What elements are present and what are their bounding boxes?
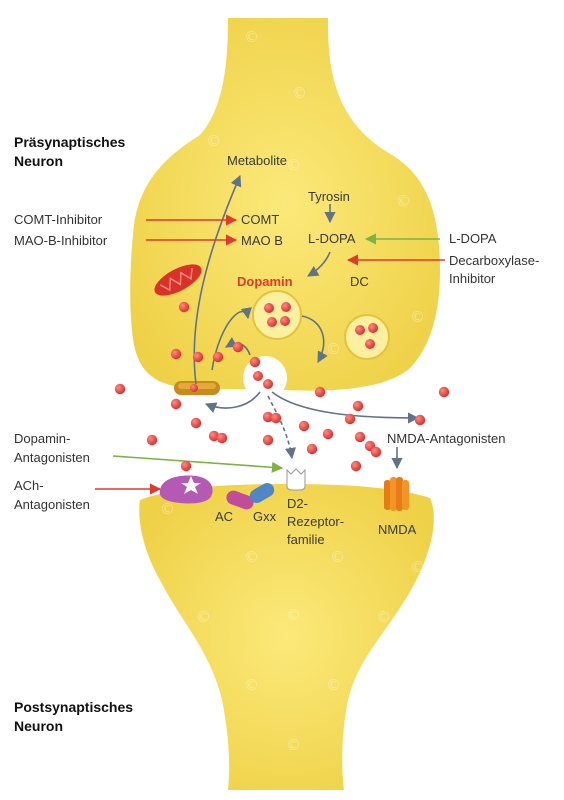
vesicle-2: [344, 314, 390, 360]
l-dopa-inner-label: L-DOPA: [308, 231, 356, 246]
dopamine-molecule: [232, 341, 244, 353]
dopamine-molecule: [298, 420, 310, 432]
dopamine-molecule: [314, 386, 326, 398]
g-protein-icon: [249, 483, 275, 503]
dopamine-molecule: [249, 356, 261, 368]
comt-inhibitor-label: COMT-Inhibitor: [14, 212, 103, 227]
ach-antagonisten-line1: ACh-: [14, 478, 44, 493]
release-site: [243, 356, 287, 400]
dopamine-molecule: [370, 446, 382, 458]
postsynaptic-title-line1: Postsynaptisches: [14, 699, 133, 715]
postsynaptic-neuron-body: [139, 484, 434, 790]
dopamine-molecule: [146, 434, 158, 446]
mao-b-label: MAO B: [241, 233, 283, 248]
watermark-mark: ©: [160, 500, 175, 518]
dopamine-molecule: [414, 414, 426, 426]
decarboxylase-inhibitor-line1: Decarboxylase-: [449, 253, 539, 268]
d2-label-line3: familie: [287, 532, 325, 547]
watermark-mark: ©: [410, 558, 425, 576]
dopamine-molecule: [180, 460, 192, 472]
dopamine-molecule: [170, 348, 182, 360]
watermark-mark: ©: [330, 548, 345, 566]
watermark-mark: ©: [292, 84, 307, 102]
dopamine-molecule: [322, 428, 334, 440]
dopamine-molecule: [212, 351, 224, 363]
d2-label-line1: D2-: [287, 496, 308, 511]
watermark-mark: ©: [286, 156, 301, 174]
dopamine-molecule: [262, 411, 274, 423]
ach-receptor-icon: [159, 475, 213, 504]
watermark-mark: ©: [376, 608, 391, 626]
dopamine-molecule: [216, 432, 228, 444]
watermark-mark: ©: [326, 676, 341, 694]
nmda-receptor-icon: [384, 477, 409, 511]
dopamine-molecule: [352, 400, 364, 412]
comt-label: COMT: [241, 212, 279, 227]
watermark-mark: ©: [410, 308, 425, 326]
watermark-mark: ©: [244, 548, 259, 566]
dopamine-molecule: [170, 398, 182, 410]
tyrosin-label: Tyrosin: [308, 189, 350, 204]
decarboxylase-inhibitor-line2: Inhibitor: [449, 271, 496, 286]
watermark-mark: ©: [286, 736, 301, 754]
watermark-mark: ©: [326, 340, 341, 358]
ac-label: AC: [215, 509, 233, 524]
dopamine-molecules: [114, 301, 450, 472]
dopamine-molecule: [306, 443, 318, 455]
dopamine-molecule: [354, 431, 366, 443]
nmda-antagonisten-label: NMDA-Antagonisten: [387, 431, 506, 446]
dopamine-molecule: [270, 412, 282, 424]
presynaptic-neuron-body: [130, 18, 441, 391]
watermark-mark: ©: [396, 192, 411, 210]
dopamin-antagonisten-line1: Dopamin-: [14, 431, 70, 446]
inhibitor-arrows: [95, 214, 445, 495]
ach-antagonisten-line2: Antagonisten: [14, 497, 90, 512]
presynaptic-title-line1: Präsynaptisches: [14, 134, 125, 150]
metabolite-label: Metabolite: [227, 153, 287, 168]
dc-label: DC: [350, 274, 369, 289]
watermark-mark: ©: [206, 132, 221, 150]
watermark-mark: ©: [244, 28, 259, 46]
dopamine-molecule: [192, 351, 204, 363]
vesicle-1: [252, 290, 302, 340]
transporter-icon: [174, 381, 220, 395]
dopamine-molecule: [114, 383, 126, 395]
dopamin-antagonisten-line2: Antagonisten: [14, 450, 90, 465]
dopamine-molecule: [208, 430, 220, 442]
d2-label-line2: Rezeptor-: [287, 514, 344, 529]
dopamine-molecule: [350, 460, 362, 472]
watermark-mark: ©: [216, 412, 231, 430]
watermark-mark: ©: [196, 608, 211, 626]
d2-receptor-icon: [286, 468, 306, 491]
watermark-mark: ©: [330, 412, 345, 430]
dopamine-molecule: [178, 301, 190, 313]
mitochondrion-icon: [154, 264, 202, 296]
dopamine-molecule: [344, 413, 356, 425]
postsynaptic-title-line2: Neuron: [14, 718, 63, 734]
dopamin-label: Dopamin: [237, 274, 293, 289]
nmda-label: NMDA: [378, 522, 417, 537]
watermark-mark: ©: [244, 676, 259, 694]
dopamine-molecule: [262, 434, 274, 446]
l-dopa-drug-label: L-DOPA: [449, 231, 497, 246]
ac-enzyme-icon: [226, 490, 254, 510]
agonist-arrows: [112, 233, 440, 473]
gxx-label: Gxx: [253, 509, 277, 524]
watermark-mark: ©: [372, 412, 387, 430]
watermark-mark: ©: [286, 606, 301, 624]
watermark-mark: ©: [288, 388, 303, 406]
presynaptic-title-line2: Neuron: [14, 153, 63, 169]
dopamine-molecule: [190, 417, 202, 429]
dopamine-molecule: [438, 386, 450, 398]
mao-b-inhibitor-label: MAO-B-Inhibitor: [14, 233, 108, 248]
